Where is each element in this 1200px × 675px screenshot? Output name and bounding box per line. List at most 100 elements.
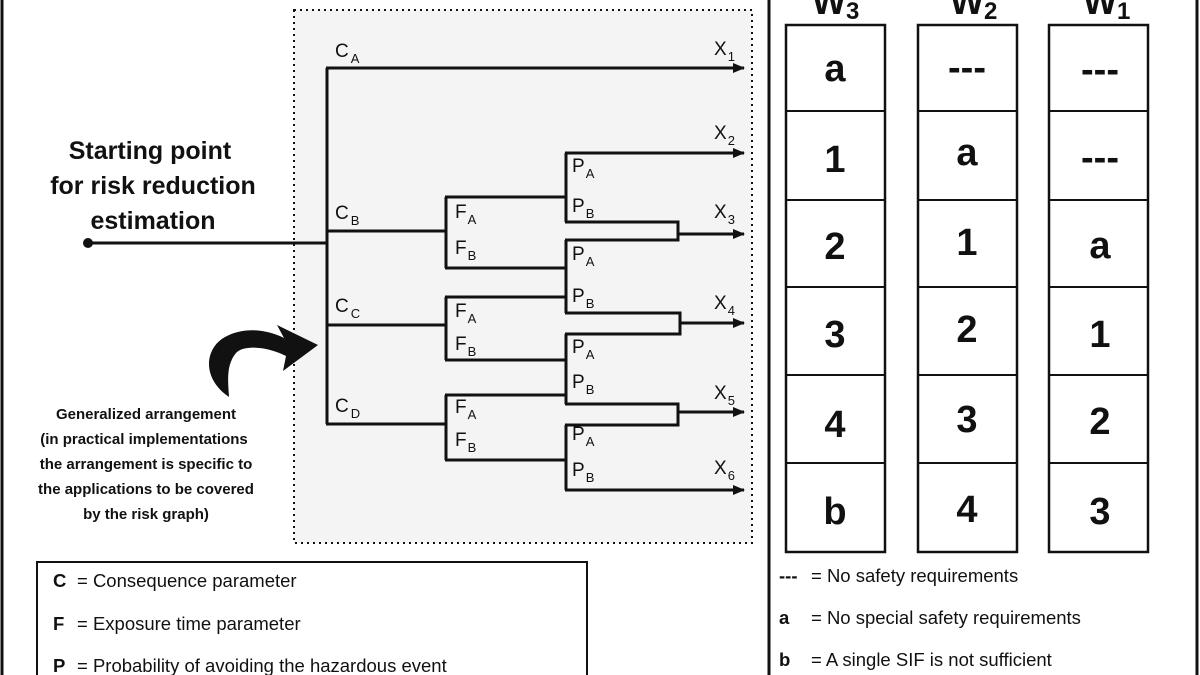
svg-text:PB: PB: [572, 372, 594, 397]
legend-text-dashes: = No safety requirements: [811, 565, 1018, 586]
label-pa-1: PA: [572, 156, 595, 181]
generalized-note-line-1: Generalized arrangement: [56, 406, 236, 423]
svg-text:CB: CB: [335, 203, 359, 228]
svg-text:CD: CD: [335, 396, 360, 421]
legend-text-a: = No special safety requirements: [811, 607, 1081, 628]
svg-text:X6: X6: [714, 458, 735, 483]
legend-key-b: b: [779, 649, 790, 670]
start-label-line-1: Starting point: [69, 137, 232, 165]
legend-text-c: = Consequence parameter: [77, 570, 297, 591]
w3-cell-6: b: [823, 491, 846, 533]
svg-text:PA: PA: [572, 244, 595, 269]
label-fa-2: FA: [455, 301, 477, 326]
generalized-note-line-2: (in practical implementations: [40, 431, 248, 448]
svg-text:PB: PB: [572, 460, 594, 485]
label-pa-3: PA: [572, 337, 595, 362]
svg-text:W1: W1: [1083, 0, 1130, 25]
svg-text:X1: X1: [714, 39, 735, 64]
w2-cell-1: ---: [948, 47, 986, 89]
header-w1: W1: [1083, 0, 1130, 25]
label-pb-4: PB: [572, 460, 594, 485]
svg-text:X5: X5: [714, 383, 735, 408]
w3-cell-2: 1: [824, 139, 845, 181]
legend-key-dashes: ---: [779, 565, 797, 586]
w2-cell-6: 4: [956, 489, 977, 531]
label-fb-2: FB: [455, 334, 476, 359]
w2-cell-4: 2: [956, 309, 977, 351]
w2-cell-3: 1: [956, 222, 977, 264]
header-w2: W2: [950, 0, 997, 25]
w1-cell-2: ---: [1081, 137, 1119, 179]
w1-cell-3: a: [1089, 225, 1111, 267]
svg-text:X2: X2: [714, 123, 735, 148]
column-w2: [916, 23, 1019, 554]
merge-x5: [565, 402, 680, 427]
label-x1: X1: [714, 39, 735, 64]
w2-cell-2: a: [956, 132, 978, 174]
legend-key-a: a: [779, 607, 790, 628]
w1-cell-6: 3: [1089, 491, 1110, 533]
label-fa-3: FA: [455, 397, 477, 422]
parameter-legend-box: [36, 561, 588, 675]
w1-cell-1: ---: [1081, 49, 1119, 91]
label-fb-1: FB: [455, 238, 476, 263]
svg-text:PB: PB: [572, 286, 594, 311]
svg-text:FA: FA: [455, 202, 477, 227]
generalized-arrangement-box: [293, 9, 753, 544]
w3-cell-1: a: [824, 48, 846, 90]
legend-key-p: P: [53, 655, 65, 675]
svg-text:FA: FA: [455, 397, 477, 422]
column-w3: [784, 23, 887, 554]
label-pa-4: PA: [572, 424, 595, 449]
w1-cell-4: 1: [1089, 314, 1110, 356]
generalized-note-line-5: by the risk graph): [83, 506, 209, 523]
w3-cell-3: 2: [824, 226, 845, 268]
label-x2: X2: [714, 123, 735, 148]
w3-cell-5: 4: [824, 404, 845, 446]
legend-key-c: C: [53, 570, 66, 591]
curved-pointer-arrow: [209, 325, 318, 397]
svg-text:PA: PA: [572, 424, 595, 449]
svg-text:CA: CA: [335, 41, 360, 66]
legend-text-b: = A single SIF is not sufficient: [811, 649, 1052, 670]
w1-cell-5: 2: [1089, 401, 1110, 443]
svg-text:PA: PA: [572, 156, 595, 181]
svg-text:FB: FB: [455, 238, 476, 263]
legend-text-p: = Probability of avoiding the hazardous …: [77, 655, 447, 675]
label-pb-1: PB: [572, 196, 594, 221]
w2-cell-5: 3: [956, 399, 977, 441]
label-x3: X3: [714, 202, 735, 227]
svg-text:PA: PA: [572, 337, 595, 362]
svg-text:FB: FB: [455, 334, 476, 359]
label-x6: X6: [714, 458, 735, 483]
svg-text:FB: FB: [455, 430, 476, 455]
label-fa-1: FA: [455, 202, 477, 227]
label-pb-3: PB: [572, 372, 594, 397]
header-w3: W3: [812, 0, 859, 25]
legend-text-f: = Exposure time parameter: [77, 613, 301, 634]
svg-text:W3: W3: [812, 0, 859, 25]
column-w1: [1047, 23, 1150, 554]
start-label-line-3: estimation: [90, 207, 215, 235]
label-pa-2: PA: [572, 244, 595, 269]
svg-text:X4: X4: [714, 293, 735, 318]
svg-text:W2: W2: [950, 0, 997, 25]
svg-text:PB: PB: [572, 196, 594, 221]
generalized-note-line-4: the applications to be covered: [38, 481, 254, 498]
svg-text:FA: FA: [455, 301, 477, 326]
start-label-line-2: for risk reduction: [50, 172, 256, 200]
w3-cell-4: 3: [824, 314, 845, 356]
generalized-note-line-3: the arrangement is specific to: [40, 456, 253, 473]
svg-text:CC: CC: [335, 296, 360, 321]
label-x5: X5: [714, 383, 735, 408]
label-fb-3: FB: [455, 430, 476, 455]
legend-key-f: F: [53, 613, 64, 634]
merge-x3: [565, 220, 680, 242]
svg-text:X3: X3: [714, 202, 735, 227]
